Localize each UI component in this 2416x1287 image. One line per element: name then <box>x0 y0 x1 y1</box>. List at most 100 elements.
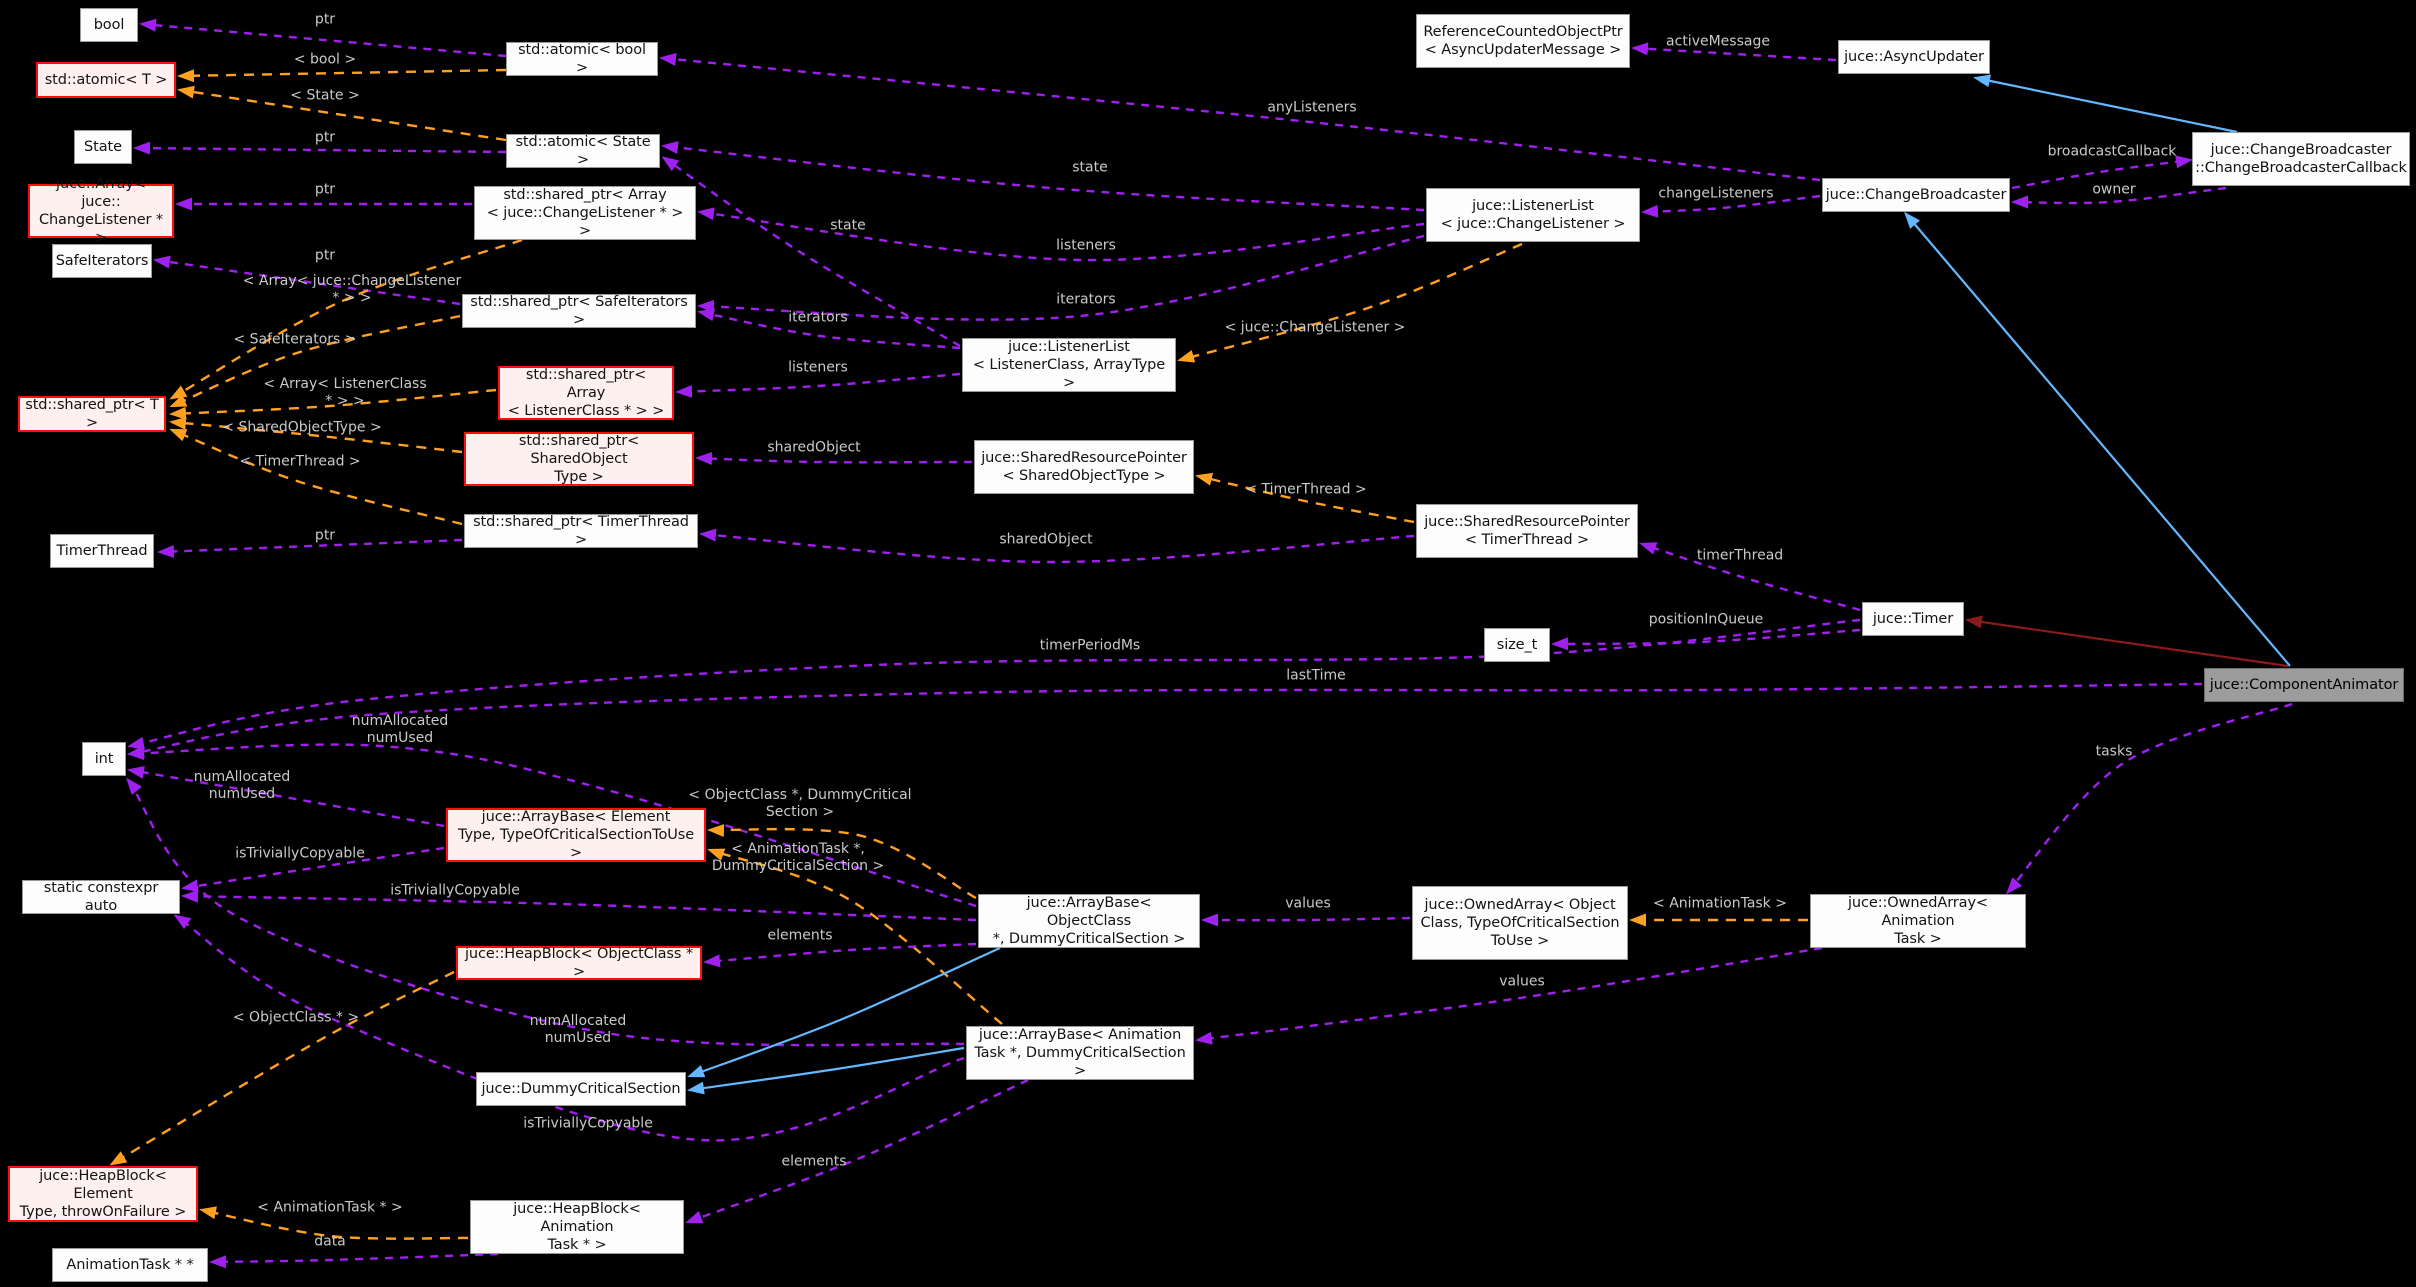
edge-inst-array-lc <box>169 388 497 420</box>
edge-ptr-state <box>133 141 507 155</box>
edge-label-inst-changelistener: < juce::ChangeListener > <box>1224 319 1406 336</box>
class-node-timerthread[interactable]: TimerThread <box>50 534 154 568</box>
edge-label-sharedobject-2: sharedObject <box>999 531 1093 548</box>
edge-listeners-2 <box>675 372 961 398</box>
edge-inst-timerthread-srp <box>1195 472 1415 524</box>
edge-iterators-2 <box>697 308 961 350</box>
class-node-arraybase-et[interactable]: juce::ArrayBase< Element Type, TypeOfCri… <box>446 808 706 862</box>
edge-label-inst-state: < State > <box>290 87 360 104</box>
edge-listeners-1 <box>697 207 1425 262</box>
class-node-asyncupdater[interactable]: juce::AsyncUpdater <box>1838 40 1990 74</box>
edge-changelisteners <box>1641 194 1821 218</box>
class-node-listenerlist-cl[interactable]: juce::ListenerList < juce::ChangeListene… <box>1426 188 1640 242</box>
class-node-ownedarray-oc[interactable]: juce::OwnedArray< Object Class, TypeOfCr… <box>1412 886 1628 960</box>
class-node-refcountedobjectptr[interactable]: ReferenceCountedObjectPtr < AsyncUpdater… <box>1416 14 1630 68</box>
class-node-ownedarray-at[interactable]: juce::OwnedArray< Animation Task > <box>1810 894 2026 948</box>
edge-label-elements-1: elements <box>767 927 833 944</box>
edge-label-iterators-2: iterators <box>788 309 848 326</box>
edge-label-inst-safeiterators: < SafeIterators > <box>233 331 357 348</box>
edge-inst-changelistener <box>1177 242 1523 363</box>
class-node-safeiterators[interactable]: SafeIterators <box>52 244 152 278</box>
edge-ptr-safeiterators <box>153 255 461 306</box>
class-node-heapblock-objectclass[interactable]: juce::HeapBlock< ObjectClass * > <box>456 946 702 980</box>
edge-inst-safeiterators <box>169 314 461 408</box>
class-node-atomic-state[interactable]: std::atomic< State > <box>506 134 660 168</box>
edge-inst-animationtask-dcs <box>707 848 1003 1025</box>
edge-istriviallycopyable-et <box>181 846 445 893</box>
edge-label-activemessage: activeMessage <box>1666 33 1770 50</box>
edge-inst-state <box>177 85 507 142</box>
edge-positioninqueue <box>1551 628 1861 651</box>
class-node-shared-ptr-sot[interactable]: std::shared_ptr< SharedObject Type > <box>464 432 694 486</box>
class-node-shared-ptr-safeiterators[interactable]: std::shared_ptr< SafeIterators > <box>462 294 696 328</box>
class-node-size-t[interactable]: size_t <box>1484 628 1550 662</box>
edge-label-broadcastcallback: broadcastCallback <box>2047 143 2177 160</box>
class-node-shared-ptr-array-cl[interactable]: std::shared_ptr< Array < juce::ChangeLis… <box>474 186 696 240</box>
edge-tasks <box>2006 702 2293 895</box>
edge-inst-array-cl <box>169 238 523 400</box>
edge-label-istriviallycopyable-at: isTriviallyCopyable <box>523 1115 653 1132</box>
edge-label-inst-array-cl: < Array< juce::ChangeListener * > > <box>242 273 462 306</box>
edge-label-inst-animationtask-dcs: < AnimationTask *, DummyCriticalSection … <box>711 841 885 874</box>
edge-label-iterators-1: iterators <box>1056 291 1116 308</box>
edge-inst-tt <box>169 428 463 526</box>
edge-label-inst-tt: < TimerThread > <box>239 453 361 470</box>
edge-data <box>209 1252 499 1269</box>
class-node-shared-ptr-t[interactable]: std::shared_ptr< T > <box>18 396 166 432</box>
edge-label-values-2: values <box>1499 973 1545 990</box>
edge-anylisteners <box>659 52 1821 182</box>
edge-label-timerthread-member: timerThread <box>1696 547 1784 564</box>
edge-label-numallocated-oc: numAllocated numUsed <box>351 713 449 746</box>
class-node-dummycriticalsection[interactable]: juce::DummyCriticalSection <box>476 1072 686 1106</box>
edge-inst-sot <box>169 416 463 454</box>
class-node-animationtask-pp[interactable]: AnimationTask * * <box>52 1248 208 1282</box>
class-node-array-changelistener[interactable]: juce::Array< juce:: ChangeListener * > <box>28 176 174 246</box>
edge-numallocated-at <box>126 777 965 1047</box>
edge-values-2 <box>1195 946 1823 1045</box>
edge-ptr-tt <box>157 538 463 558</box>
edge-inst-objectclass-ptr <box>109 970 455 1166</box>
class-node-arraybase-at[interactable]: juce::ArrayBase< Animation Task *, Dummy… <box>966 1026 1194 1080</box>
class-node-atomic-t[interactable]: std::atomic< T > <box>36 62 176 98</box>
class-node-atomic-bool[interactable]: std::atomic< bool > <box>506 42 658 76</box>
edge-label-ptr-safeiterators: ptr <box>314 247 336 264</box>
edge-state-2 <box>661 156 961 348</box>
edge-label-istriviallycopyable-oc: isTriviallyCopyable <box>390 882 520 899</box>
class-node-int[interactable]: int <box>82 742 126 776</box>
edge-sharedobject-2 <box>699 528 1415 564</box>
edge-label-changelisteners: changeListeners <box>1658 185 1774 202</box>
class-node-bool[interactable]: bool <box>80 8 138 42</box>
edge-label-ptr-state: ptr <box>314 129 336 146</box>
class-node-heapblock-elementtype[interactable]: juce::HeapBlock< Element Type, throwOnFa… <box>8 1166 198 1222</box>
edge-inst-bool <box>177 68 507 83</box>
class-node-componentanimator[interactable]: juce::ComponentAnimator <box>2204 668 2404 702</box>
edge-sharedobject-1 <box>695 451 973 465</box>
edge-inst-animationtask-ptr <box>199 1206 469 1240</box>
edge-numallocated-oc <box>127 743 977 908</box>
edge-label-anylisteners: anyListeners <box>1267 99 1357 116</box>
edge-label-inst-timerthread-srp: < TimerThread > <box>1245 481 1367 498</box>
edge-label-positioninqueue: positionInQueue <box>1648 611 1764 628</box>
edge-inherit-dcs-2 <box>687 1046 965 1095</box>
edge-inherit-changebroadcaster <box>1904 211 2291 667</box>
class-node-shared-ptr-array-lc[interactable]: std::shared_ptr< Array < ListenerClass *… <box>498 366 674 420</box>
class-node-arraybase-oc[interactable]: juce::ArrayBase< ObjectClass *, DummyCri… <box>978 894 1200 948</box>
class-node-changebroadcaster[interactable]: juce::ChangeBroadcaster <box>1822 178 2010 212</box>
edge-inherit-timer <box>1965 615 2289 668</box>
class-node-timer[interactable]: juce::Timer <box>1862 602 1964 636</box>
edge-label-data: data <box>314 1233 346 1250</box>
edge-istriviallycopyable-oc <box>181 889 977 922</box>
class-node-heapblock-animationtask[interactable]: juce::HeapBlock< Animation Task * > <box>470 1200 684 1254</box>
edge-activemessage <box>1631 42 1837 62</box>
class-node-srp-tt[interactable]: juce::SharedResourcePointer < TimerThrea… <box>1416 504 1638 558</box>
class-node-static-constexpr-auto[interactable]: static constexpr auto <box>22 880 180 914</box>
class-node-state[interactable]: State <box>74 130 132 164</box>
edge-label-listeners-1: listeners <box>1056 237 1116 254</box>
class-node-srp-sot[interactable]: juce::SharedResourcePointer < SharedObje… <box>974 440 1194 494</box>
class-node-listenerlist-lc[interactable]: juce::ListenerList < ListenerClass, Arra… <box>962 338 1176 392</box>
class-node-cb-callback[interactable]: juce::ChangeBroadcaster ::ChangeBroadcas… <box>2192 132 2410 186</box>
class-node-shared-ptr-tt[interactable]: std::shared_ptr< TimerThread > <box>464 514 698 548</box>
edge-label-ptr-tt: ptr <box>314 527 336 544</box>
